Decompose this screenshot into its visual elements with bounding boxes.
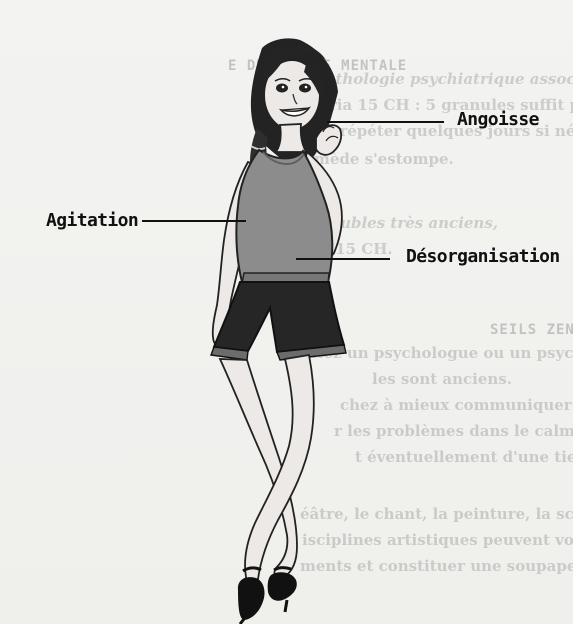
angoisse-leader-line <box>327 121 444 123</box>
desorganisation-label: Désorganisation <box>406 246 560 267</box>
angoisse-label: Angoisse <box>457 109 539 130</box>
right-shoe <box>268 572 297 600</box>
left-shoe <box>238 577 265 620</box>
agitation-leader-line <box>142 220 246 222</box>
desorganisation-leader-line <box>296 258 390 260</box>
agitation-label: Agitation <box>46 210 138 231</box>
